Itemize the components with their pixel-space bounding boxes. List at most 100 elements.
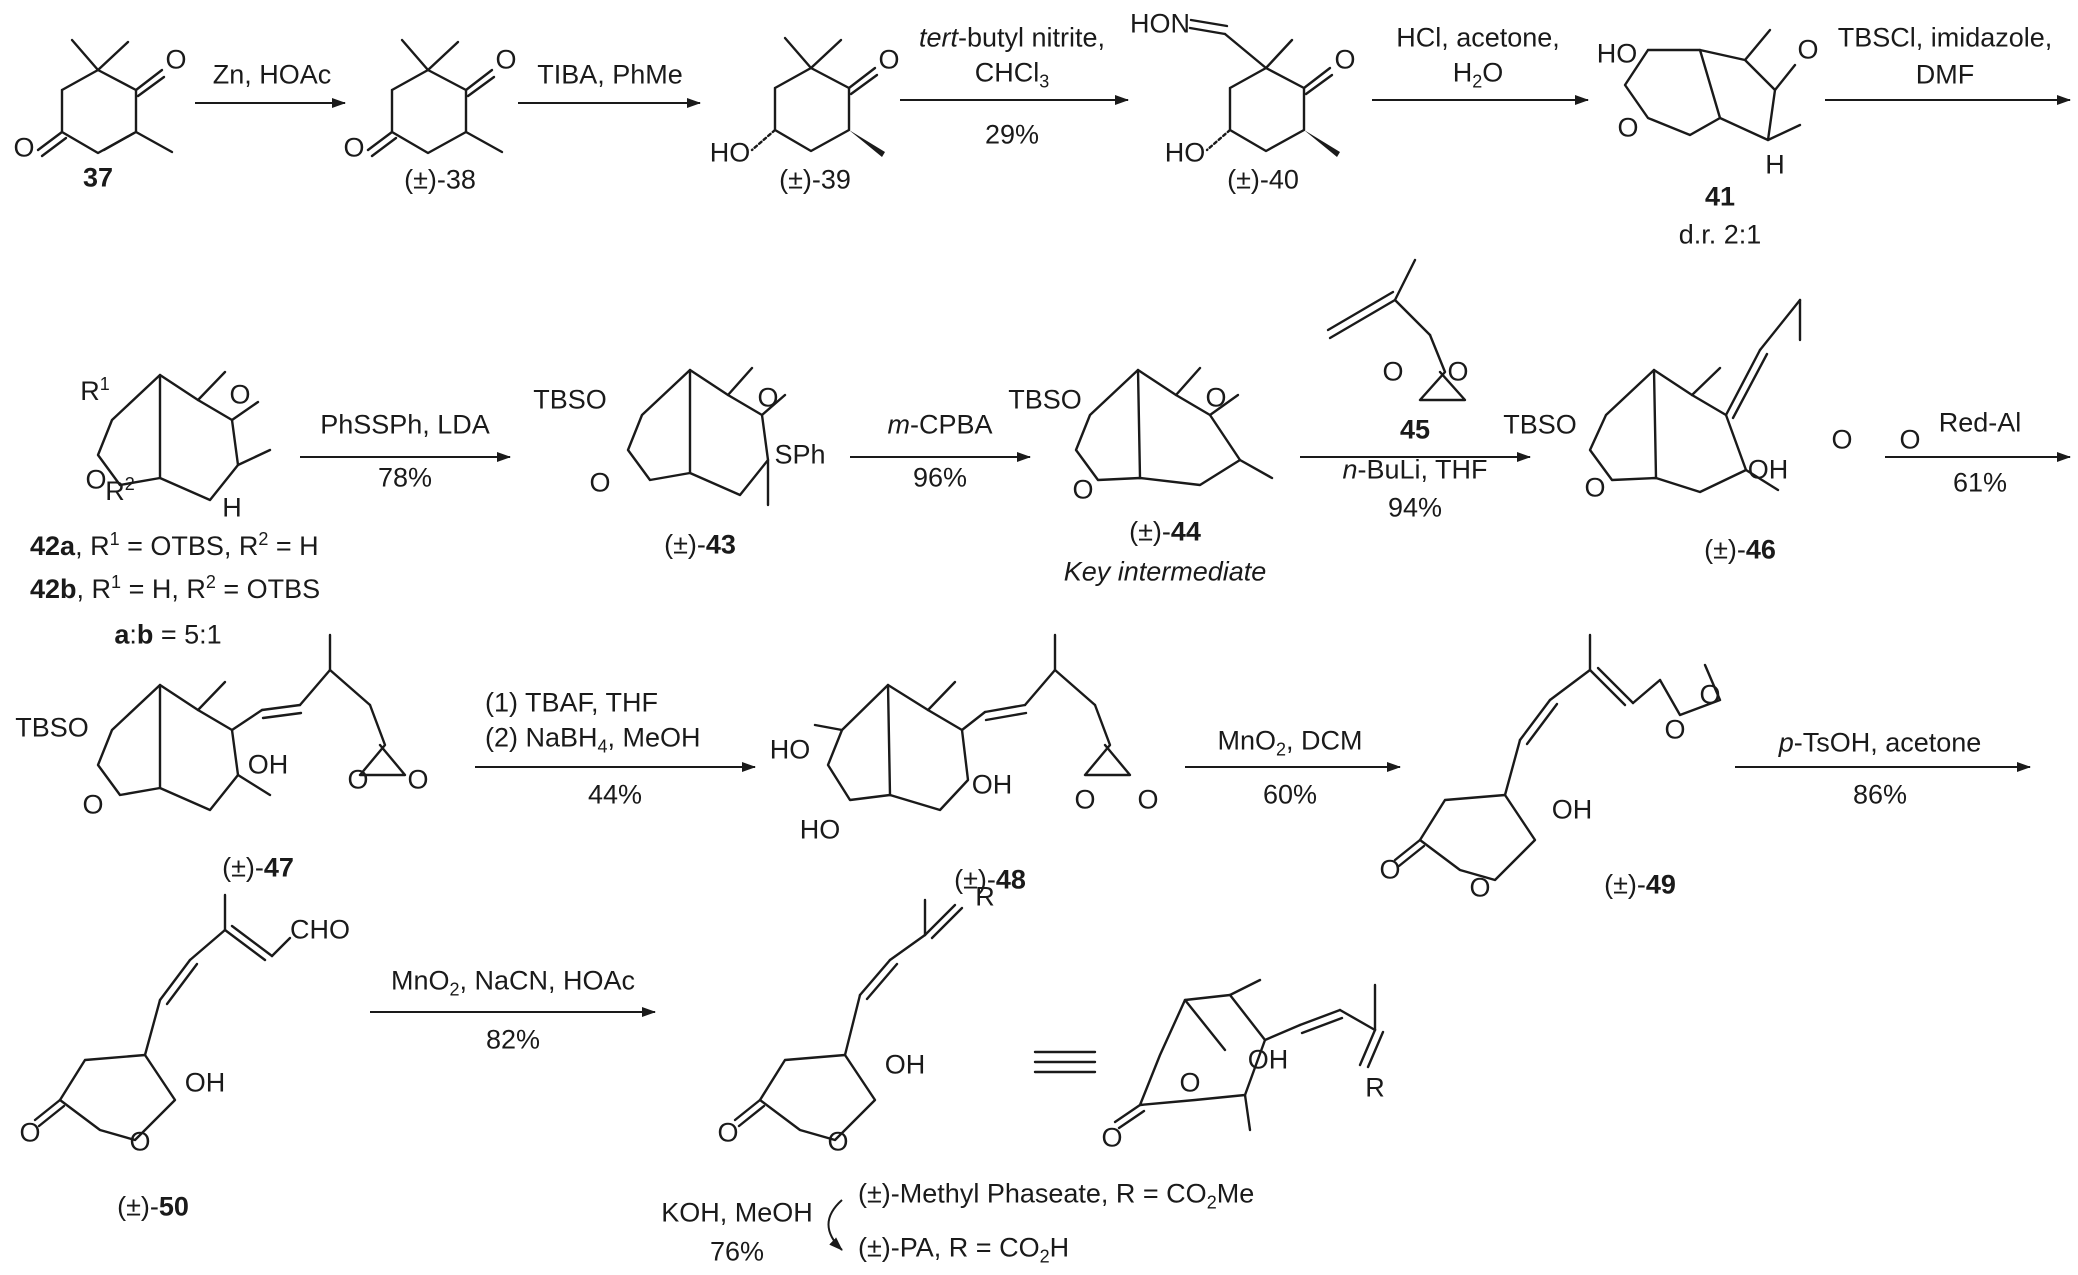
atom-tbso-46: TBSO [1503,409,1577,440]
yield-step-8: 94% [1387,492,1443,523]
yield-step-12: 86% [1852,779,1908,810]
atom-h-42: H [222,492,242,523]
reagent-step-12: p-TsOH, acetone [1778,727,1982,758]
yield-step-14: 76% [709,1236,765,1267]
atom-o-48a: O [1074,784,1096,815]
atom-r1-42: R1 [80,374,110,406]
atom-o-48b: O [1137,784,1159,815]
reagent-step-11: MnO2, DCM [1217,725,1363,760]
structure-47 [96,633,407,812]
reagent-step-7: m-CPBA [887,409,993,440]
atom-o-47b: O [347,764,369,795]
atom-o-38a: O [343,132,365,163]
label-47: (±)-47 [222,852,294,883]
atom-o-44a: O [1072,474,1094,505]
label-48: (±)-48 [954,864,1026,895]
label-42a: 42a, R1 = OTBS, R2 = H [30,529,319,561]
structure-38 [366,38,504,158]
atom-o-product-b1: O [1179,1067,1201,1098]
reagent-step-9: Red-Al [1938,407,2022,438]
yield-step-9: 61% [1952,467,2008,498]
structure-39 [750,36,885,157]
atom-o-47a: O [82,789,104,820]
structure-40 [1188,18,1340,157]
product-pa: (±)-PA, R = CO2H [858,1232,1070,1267]
atom-o-41b: O [1797,34,1819,65]
atom-o-product-b2: O [1101,1122,1123,1153]
atom-ho-48a: HO [769,734,811,765]
yield-step-7: 96% [912,462,968,493]
atom-oh-47: OH [247,749,289,780]
label-50: (±)-50 [117,1191,189,1222]
atom-tbso-44: TBSO [1008,384,1082,415]
atom-o-46b: O [1831,424,1853,455]
reagent-step-5b: DMF [1915,59,1975,90]
structure-48 [813,633,1132,812]
reagent-step-8: n-BuLi, THF [1342,454,1488,485]
atom-o-47c: O [407,764,429,795]
structure-product-a [733,898,964,1142]
atom-ho-39: HO [709,137,751,168]
atom-ho-41: HO [1596,38,1638,69]
label-45: 45 [1399,414,1431,445]
reagent-step-4: HCl, acetone, [1396,22,1560,53]
reagent-step-3: tert-butyl nitrite, [918,22,1106,53]
label-44: (±)-44 [1129,516,1201,547]
atom-o-50b: O [129,1126,151,1157]
label-38: (±)-38 [404,164,476,195]
structure-44 [1074,366,1274,487]
atom-ho-48b: HO [799,814,841,845]
yield-step-11: 60% [1262,779,1318,810]
product-methyl-phaseate: (±)-Methyl Phaseate, R = CO2Me [858,1178,1255,1213]
structure-50 [33,893,292,1142]
structure-42 [96,370,272,502]
structure-product-b [1113,978,1385,1132]
atom-h-41: H [1765,149,1785,180]
atom-sph-43: SPh [774,439,826,470]
equivalence-sign [1033,1050,1097,1074]
label-42b: 42b, R1 = H, R2 = OTBS [30,572,321,604]
reagent-step-6: PhSSPh, LDA [320,409,490,440]
reaction-arrows [195,95,2071,1251]
label-49: (±)-49 [1604,869,1676,900]
atom-o-37a: O [13,132,35,163]
atom-oh-50: OH [184,1067,226,1098]
reagent-step-14: KOH, MeOH [661,1197,813,1228]
atom-o-39: O [878,44,900,75]
atom-o-46a: O [1584,472,1606,503]
atom-o-42b: O [229,379,251,410]
atom-tbso-43: TBSO [533,384,607,415]
atom-oh-46: OH [1747,454,1789,485]
structure-49 [1393,633,1722,882]
atom-o-product-a1: O [717,1117,739,1148]
reagent-step-13: MnO2, NaCN, HOAc [390,965,636,1000]
atom-o-42a: O [85,464,107,495]
label-46: (±)-46 [1704,534,1776,565]
atom-oh-product-a: OH [884,1049,926,1080]
atom-o-49a: O [1379,854,1401,885]
atom-o-40: O [1334,44,1356,75]
label-41-dr: d.r. 2:1 [1678,219,1762,250]
reagent-step-3b: CHCl3 [974,57,1050,92]
label-43: (±)-43 [664,529,736,560]
label-40: (±)-40 [1227,164,1299,195]
atom-o-46c: O [1899,424,1921,455]
atom-o-49c: O [1664,714,1686,745]
atom-oh-product-b: OH [1247,1044,1289,1075]
atom-oh-49: OH [1551,794,1593,825]
label-41: 41 [1704,181,1736,212]
reagent-step-10a: (1) TBAF, THF [485,687,659,718]
atom-ho-40: HO [1164,137,1206,168]
reagent-step-5: TBSCl, imidazole, [1837,22,2053,53]
atom-o-43b: O [757,382,779,413]
atom-o-49d: O [1699,679,1721,710]
atom-o-38b: O [495,44,517,75]
label-44-note: Key intermediate [1063,556,1267,587]
atom-o-50a: O [19,1117,41,1148]
yield-step-10: 44% [587,779,643,810]
label-39: (±)-39 [779,164,851,195]
atom-oh-48: OH [971,769,1013,800]
arrow-14-curved [827,1199,843,1251]
atom-r-product-a: R [975,881,995,912]
